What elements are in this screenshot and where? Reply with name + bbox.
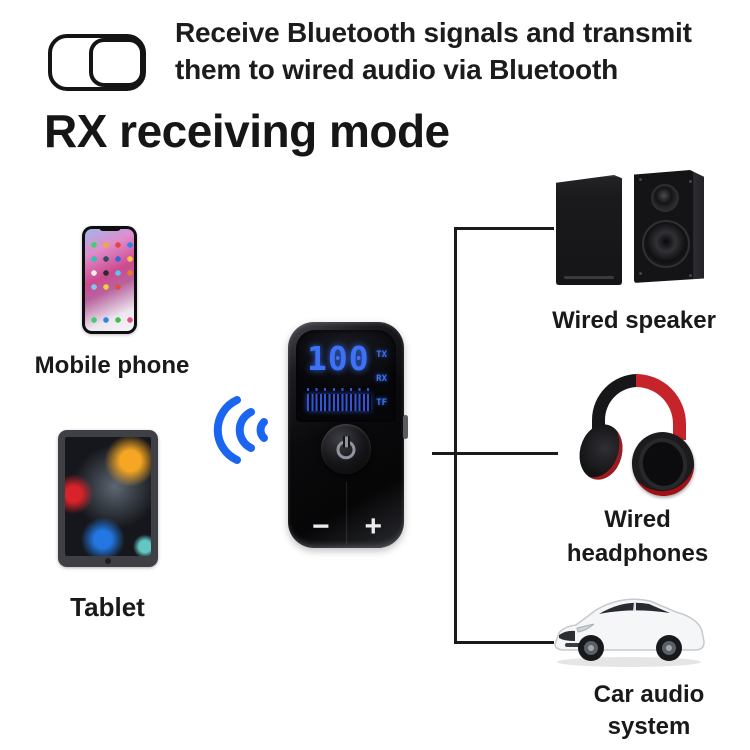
rx-tx-mode-toggle-icon <box>48 34 146 91</box>
car-label-line2: system <box>607 713 691 740</box>
mobile-phone-notch <box>98 226 121 231</box>
car-label-line1: Car audio <box>593 681 705 708</box>
header-description: Receive Bluetooth signals and transmit t… <box>175 14 735 88</box>
speaker-woofer <box>642 220 690 268</box>
tablet-screen <box>65 437 151 556</box>
car-image <box>549 584 711 672</box>
lcd-display-value: 100 <box>307 339 370 378</box>
page-title: RX receiving mode <box>44 105 450 157</box>
volume-up-button: + <box>364 510 382 543</box>
bluetooth-signal-waves-icon <box>212 395 274 465</box>
header-line-1: Receive Bluetooth signals and transmit <box>175 17 692 48</box>
volume-down-button: − <box>312 510 330 543</box>
car-audio-label: Car audio system <box>568 679 730 743</box>
lcd-indicator-tx: TX <box>376 350 387 360</box>
lcd-equalizer-bars <box>307 388 371 411</box>
mobile-phone-image <box>82 226 137 334</box>
tablet-label: Tablet <box>70 592 145 622</box>
power-icon <box>336 440 356 460</box>
connector-car-line <box>454 641 554 644</box>
connector-speaker-line <box>454 227 554 230</box>
headphones-label-line2: headphones <box>566 540 709 567</box>
wired-speaker-label: Wired speaker <box>552 307 716 334</box>
lcd-indicator-rx: RX <box>376 374 387 384</box>
wired-headphones-label: Wired headphones <box>555 503 720 571</box>
speaker-tweeter <box>651 184 679 212</box>
connector-vertical-line <box>454 227 457 644</box>
wired-speaker-image <box>556 170 704 288</box>
tablet-image <box>58 430 158 567</box>
headphones-label-line1: Wired <box>604 506 671 533</box>
power-button <box>321 424 371 474</box>
mobile-phone-screen <box>85 229 134 331</box>
headband-left <box>592 374 638 432</box>
device-side-button <box>403 415 408 439</box>
lcd-indicator-tf: TF <box>376 398 387 408</box>
wired-headphones-image <box>573 372 704 504</box>
header-line-2: them to wired audio via Bluetooth <box>175 54 618 85</box>
connector-headphones-line <box>432 452 558 455</box>
speaker-left-grille <box>556 175 622 285</box>
speaker-right-open <box>634 170 704 283</box>
bluetooth-adapter-device: 100 TX RX TF − + <box>288 322 408 548</box>
mobile-phone-label: Mobile phone <box>34 352 190 379</box>
device-button-divider <box>346 482 347 544</box>
toggle-knob <box>89 38 144 87</box>
device-lcd-screen: 100 TX RX TF <box>296 330 396 422</box>
tablet-home-button <box>105 558 111 564</box>
